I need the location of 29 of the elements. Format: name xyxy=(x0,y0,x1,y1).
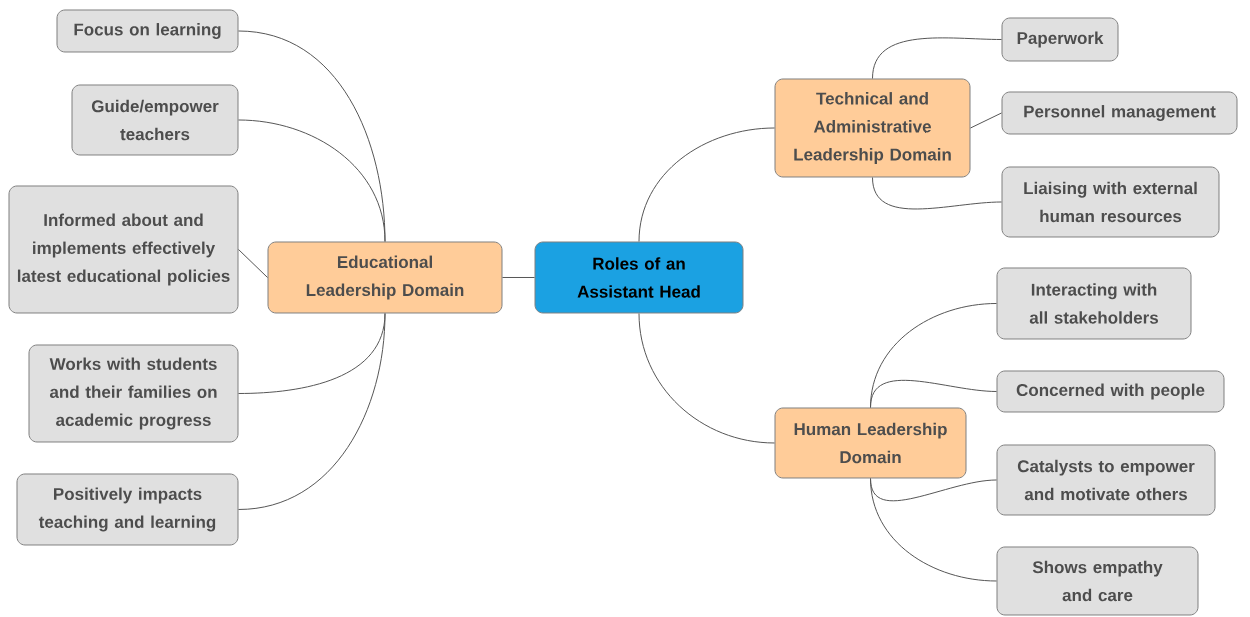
connector xyxy=(638,127,775,242)
subtopic-box: Works with students and their families on academic progress xyxy=(28,344,239,443)
connector xyxy=(502,277,535,278)
subtopic-box: Liaising with external human resources xyxy=(1001,166,1220,238)
connector xyxy=(872,37,1002,79)
subtopic-box: Interacting with all stakeholders xyxy=(996,267,1192,340)
subtopic-box: Focus on learning xyxy=(56,9,239,53)
subtopic-box: Paperwork xyxy=(1001,17,1119,62)
topic-box: Roles of an Assistant Head xyxy=(534,241,744,314)
connector xyxy=(238,313,386,510)
connector xyxy=(238,249,268,278)
subtopic-box: Concerned with people xyxy=(996,370,1225,413)
connector xyxy=(638,313,775,444)
connector xyxy=(238,30,386,242)
connector xyxy=(970,112,1002,129)
domain-box: Human Leadership Domain xyxy=(774,407,967,479)
subtopic-box: Guide/empower teachers xyxy=(71,84,239,156)
subtopic-box: Positively impacts teaching and learning xyxy=(16,473,239,546)
connector xyxy=(872,177,1002,210)
connector xyxy=(870,478,997,582)
subtopic-box: Informed about and implements effectively latest educational policies xyxy=(8,185,239,314)
connector xyxy=(870,379,997,408)
domain-box: Technical and Administrative Leadership Domain xyxy=(774,78,971,178)
subtopic-box: Shows empathy and care xyxy=(996,546,1199,616)
subtopic-box: Personnel management xyxy=(1001,91,1238,135)
subtopic-box: Catalysts to empower and motivate others xyxy=(996,444,1216,516)
domain-box: Educational Leadership Domain xyxy=(267,241,503,314)
connector xyxy=(870,478,997,502)
connector xyxy=(238,119,386,242)
